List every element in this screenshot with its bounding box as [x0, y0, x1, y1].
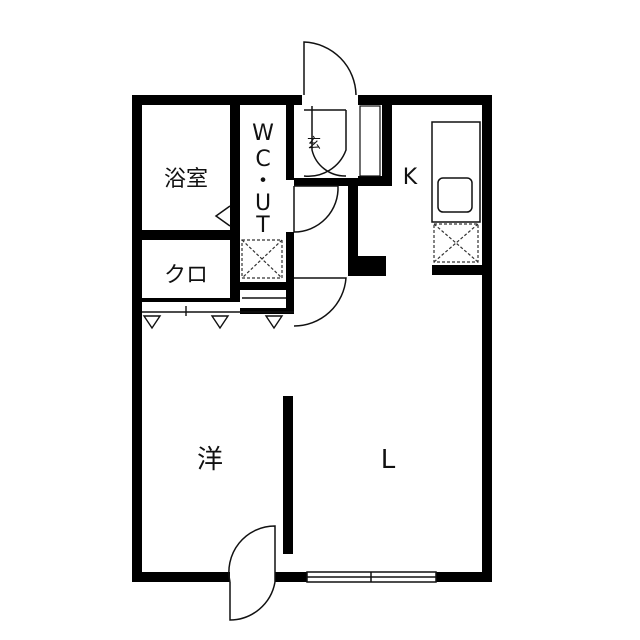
door-entrance-inner	[303, 109, 347, 177]
door-hall	[293, 277, 347, 327]
label-living: L	[381, 445, 396, 475]
wall-right	[482, 95, 492, 582]
window-bottom	[306, 571, 437, 583]
label-closet: クロ	[164, 263, 208, 288]
door-bath	[214, 205, 231, 227]
wall-wc-right	[286, 105, 294, 180]
door-bottom	[228, 525, 276, 583]
wall-bottom-right	[436, 572, 492, 582]
door-bottom-out	[229, 581, 276, 621]
wall-bath-wc	[230, 105, 240, 230]
wall-kitchen-stub	[348, 256, 386, 276]
closet-doors	[142, 297, 294, 330]
wall-bath-bottom	[142, 230, 240, 240]
wall-bottom-left	[132, 572, 230, 582]
wall-top-left	[132, 95, 302, 105]
wall-entrance-right	[348, 178, 358, 258]
fridge-space	[433, 223, 479, 263]
label-bath: 浴室	[164, 167, 208, 192]
door-entrance	[303, 41, 357, 96]
label-wc-ut-0: W	[252, 121, 274, 146]
wall-closet-bottom	[142, 298, 240, 302]
door-entrance-inner-2	[311, 106, 347, 177]
wall-entrance-left	[294, 178, 354, 186]
wall-top-right	[358, 95, 492, 105]
doors	[214, 41, 357, 621]
wall-bottom-mid	[275, 572, 307, 582]
label-wc-ut-4: T	[255, 213, 270, 238]
label-entrance: 玄	[307, 135, 321, 152]
label-western: 洋	[197, 445, 223, 475]
exterior-walls	[132, 95, 492, 582]
wall-kitchen-bottom	[432, 265, 482, 275]
wall-partition	[283, 396, 293, 554]
label-wc-ut-1: C	[255, 147, 270, 172]
wall-wc-bottom	[240, 282, 286, 290]
washer-space	[241, 239, 283, 279]
wall-wc-closet-bottom	[240, 308, 294, 314]
label-wc-ut: W C ・ U T	[252, 121, 274, 238]
interior-walls	[142, 105, 482, 554]
wall-shoebox-bottom	[358, 176, 392, 186]
kitchen-counter	[431, 121, 481, 223]
label-wc-ut-2: ・	[252, 169, 274, 194]
wall-shoebox-right	[382, 105, 392, 185]
wall-closet-right	[230, 240, 240, 298]
kitchen-sink	[437, 177, 473, 213]
door-wc	[293, 185, 339, 233]
label-kitchen: K	[403, 165, 418, 190]
label-wc-ut-3: U	[255, 191, 271, 216]
shoe-box	[359, 105, 381, 177]
wall-left	[132, 95, 142, 582]
wall-wc-right-low	[286, 232, 294, 314]
